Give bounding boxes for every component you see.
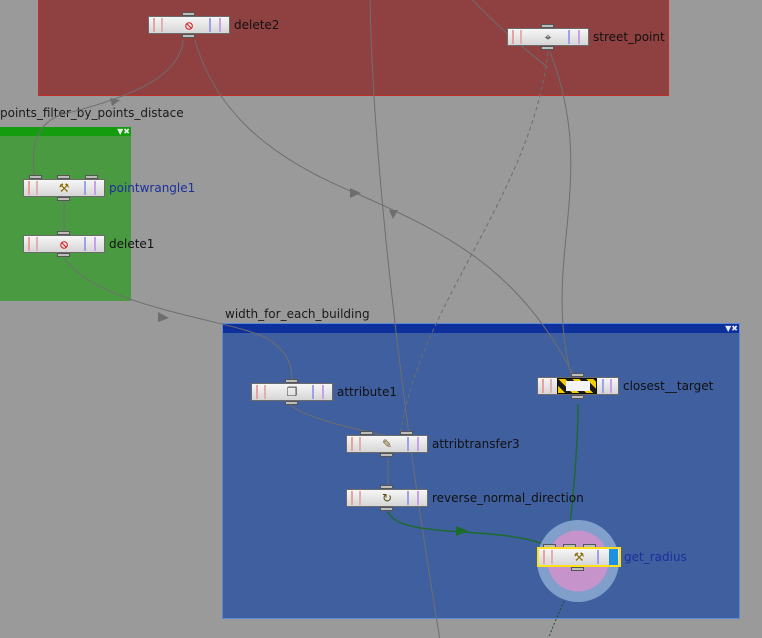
reverse-icon: ↻	[381, 491, 393, 505]
wire-arrow	[158, 312, 169, 322]
bypass-hazard-icon	[557, 378, 597, 394]
node-pointwrangle1[interactable]: ⚒ pointwrangle1	[23, 175, 195, 201]
box-header-width-for-each[interactable]	[223, 324, 739, 333]
node-label[interactable]: attribute1	[337, 385, 397, 399]
node-label[interactable]: attribtransfer3	[432, 437, 520, 451]
node-label[interactable]: reverse_normal_direction	[432, 491, 584, 505]
wire-arrow	[110, 98, 120, 106]
node-label[interactable]: get_radius	[624, 550, 687, 564]
wire-arrow	[350, 188, 361, 198]
node-street-point[interactable]: ⌖ street_point	[507, 24, 665, 50]
box-title-width-for-each[interactable]: width_for_each_building	[225, 307, 370, 321]
wrangle-icon: ⚒	[58, 181, 70, 195]
node-label[interactable]: street_point	[593, 30, 665, 44]
attribtransfer-icon: ✎	[381, 437, 393, 451]
box-controls-icon[interactable]: ▼✖	[725, 324, 738, 333]
node-delete2[interactable]: ⦸ delete2	[148, 12, 279, 38]
network-box-red[interactable]	[38, 0, 669, 96]
network-box-points-filter[interactable]: ▼✖	[0, 127, 131, 301]
box-title-points-filter[interactable]: points_filter_by_points_distace	[0, 106, 184, 120]
wrangle-icon: ⚒	[573, 550, 585, 564]
node-label[interactable]: delete1	[109, 237, 155, 251]
wire-arrow	[389, 210, 398, 219]
delete-icon: ⦸	[60, 237, 68, 251]
box-header-points-filter[interactable]	[0, 127, 131, 136]
node-delete1[interactable]: ⦸ delete1	[23, 231, 154, 257]
node-reverse-normal-direction[interactable]: ↻ reverse_normal_direction	[346, 485, 584, 511]
network-box-width-for-each[interactable]: ▼✖	[222, 323, 740, 619]
node-label[interactable]: pointwrangle1	[109, 181, 196, 195]
attribute-icon: ❐	[286, 385, 298, 399]
node-label[interactable]: delete2	[234, 18, 280, 32]
add-point-icon: ⌖	[544, 30, 552, 44]
node-label[interactable]: closest__target	[623, 379, 714, 393]
delete-icon: ⦸	[185, 18, 193, 32]
node-closest-target[interactable]: closest__target	[537, 373, 713, 399]
node-get-radius[interactable]: ⚒ get_radius	[537, 544, 687, 571]
box-controls-icon[interactable]: ▼✖	[117, 127, 130, 136]
node-attribtransfer3[interactable]: ✎ attribtransfer3	[346, 431, 520, 457]
node-attribute1[interactable]: ❐ attribute1	[251, 379, 397, 405]
